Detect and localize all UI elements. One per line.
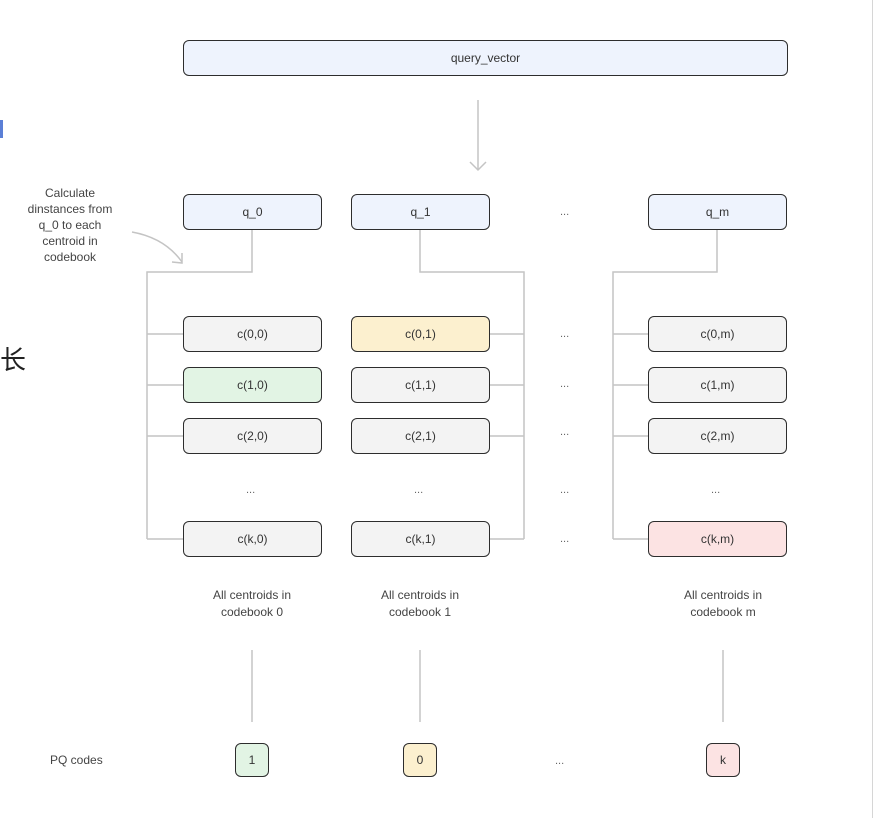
query-vector-label: query_vector bbox=[450, 51, 521, 65]
ellipsis: ... bbox=[711, 484, 721, 496]
ellipsis: ... bbox=[560, 533, 570, 545]
ellipsis: ... bbox=[414, 484, 424, 496]
centroid-box: c(k,1) bbox=[351, 521, 490, 557]
ellipsis: ... bbox=[560, 484, 570, 496]
subvector-label: q_1 bbox=[410, 205, 431, 219]
pq-code-box: 0 bbox=[403, 743, 437, 777]
centroid-box: c(2,m) bbox=[648, 418, 787, 454]
ellipsis: ... bbox=[555, 755, 565, 767]
centroid-box: c(1,m) bbox=[648, 367, 787, 403]
bracket-col1 bbox=[419, 230, 525, 539]
bracket-colm bbox=[612, 230, 718, 539]
centroid-box: c(2,1) bbox=[351, 418, 490, 454]
ellipsis: ... bbox=[246, 484, 256, 496]
centroid-box: c(2,0) bbox=[183, 418, 322, 454]
centroid-box: c(1,1) bbox=[351, 367, 490, 403]
subvector-label: q_m bbox=[705, 205, 730, 219]
pq-code-box: k bbox=[706, 743, 740, 777]
pq-codes-label: PQ codes bbox=[50, 753, 103, 767]
centroid-box-selected: c(1,0) bbox=[183, 367, 322, 403]
centroid-box: c(k,0) bbox=[183, 521, 322, 557]
subvector-box-m: q_m bbox=[648, 194, 787, 230]
centroid-box: c(0,0) bbox=[183, 316, 322, 352]
query-vector-box: query_vector bbox=[183, 40, 788, 76]
bracket-col0 bbox=[146, 230, 253, 539]
subvector-box-1: q_1 bbox=[351, 194, 490, 230]
ellipsis: ... bbox=[560, 426, 570, 438]
pq-code-box: 1 bbox=[235, 743, 269, 777]
ellipsis: ... bbox=[560, 378, 570, 390]
left-edge-glyph: 长 bbox=[0, 346, 27, 376]
subvector-box-0: q_0 bbox=[183, 194, 322, 230]
centroid-box: c(0,m) bbox=[648, 316, 787, 352]
subvector-label: q_0 bbox=[242, 205, 263, 219]
centroid-box-selected: c(k,m) bbox=[648, 521, 787, 557]
left-edge-mark bbox=[0, 120, 3, 138]
annotation-text: Calculate dinstances from q_0 to each ce… bbox=[27, 186, 113, 264]
right-divider bbox=[872, 0, 873, 818]
centroid-box-selected: c(0,1) bbox=[351, 316, 490, 352]
ellipsis: ... bbox=[560, 206, 570, 218]
annotation-arrow bbox=[131, 231, 183, 263]
ellipsis: ... bbox=[560, 328, 570, 340]
query-arrow-head bbox=[469, 161, 487, 172]
